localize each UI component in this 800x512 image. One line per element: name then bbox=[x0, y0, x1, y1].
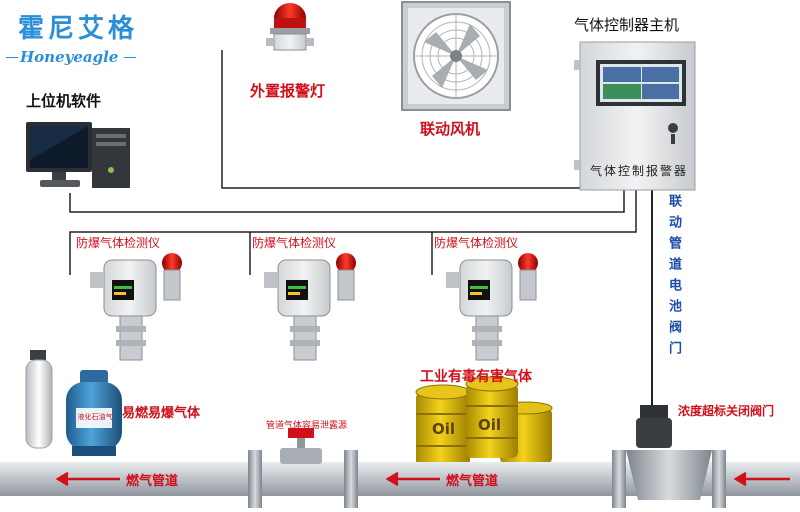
toxic-gas-label: 工业有毒有害气体 bbox=[420, 369, 532, 385]
fan-icon bbox=[401, 1, 511, 111]
valve-close-label: 浓度超标关闭阀门 bbox=[678, 404, 775, 418]
lpg-tank-icon bbox=[66, 370, 122, 456]
flammable-gas-label: 易燃易爆气体 bbox=[122, 406, 201, 421]
fan-label: 联动风机 bbox=[420, 120, 481, 138]
leak-valve-icon bbox=[280, 428, 322, 464]
oil-barrel-2-text: Oil bbox=[478, 416, 502, 434]
logo-chinese: 霍尼艾格 bbox=[18, 14, 139, 44]
alarm-light-icon bbox=[266, 3, 314, 51]
detector-1-label: 防爆气体检测仪 bbox=[76, 236, 161, 250]
controller-panel-label: 气体控制报警器 bbox=[590, 164, 689, 178]
pipeline-label-right: 燃气管道 bbox=[446, 474, 499, 489]
gas-cylinder-icon bbox=[25, 350, 53, 449]
oil-barrel-1-text: Oil bbox=[432, 420, 456, 438]
controller-cabinet bbox=[574, 41, 696, 191]
logo-english: Honeyeagle bbox=[20, 48, 119, 66]
leak-source-label: 管道气体容易泄露源 bbox=[266, 421, 348, 431]
alarm-light-label: 外置报警灯 bbox=[250, 82, 326, 100]
controller-title: 气体控制器主机 bbox=[574, 16, 680, 34]
signal-wiring bbox=[69, 50, 653, 405]
logo-divider-left bbox=[6, 57, 18, 58]
detector-3-label: 防爆气体检测仪 bbox=[434, 236, 519, 250]
gas-detector-1 bbox=[90, 253, 182, 361]
oil-barrels-icon bbox=[415, 376, 553, 466]
gas-detector-3 bbox=[446, 253, 538, 361]
computer-icon bbox=[26, 122, 130, 188]
pc-software-label: 上位机软件 bbox=[26, 92, 102, 110]
pipeline-label-left: 燃气管道 bbox=[126, 474, 179, 489]
linkage-valve-label: 联动管道电池阀门 bbox=[666, 194, 681, 362]
detector-2-label: 防爆气体检测仪 bbox=[252, 236, 337, 250]
solenoid-valve-icon bbox=[626, 405, 712, 500]
lpg-tank-text: 液化石油气 bbox=[77, 413, 113, 421]
gas-detector-2 bbox=[264, 253, 356, 361]
logo-divider-right bbox=[124, 57, 136, 58]
flow-arrows bbox=[55, 471, 790, 487]
